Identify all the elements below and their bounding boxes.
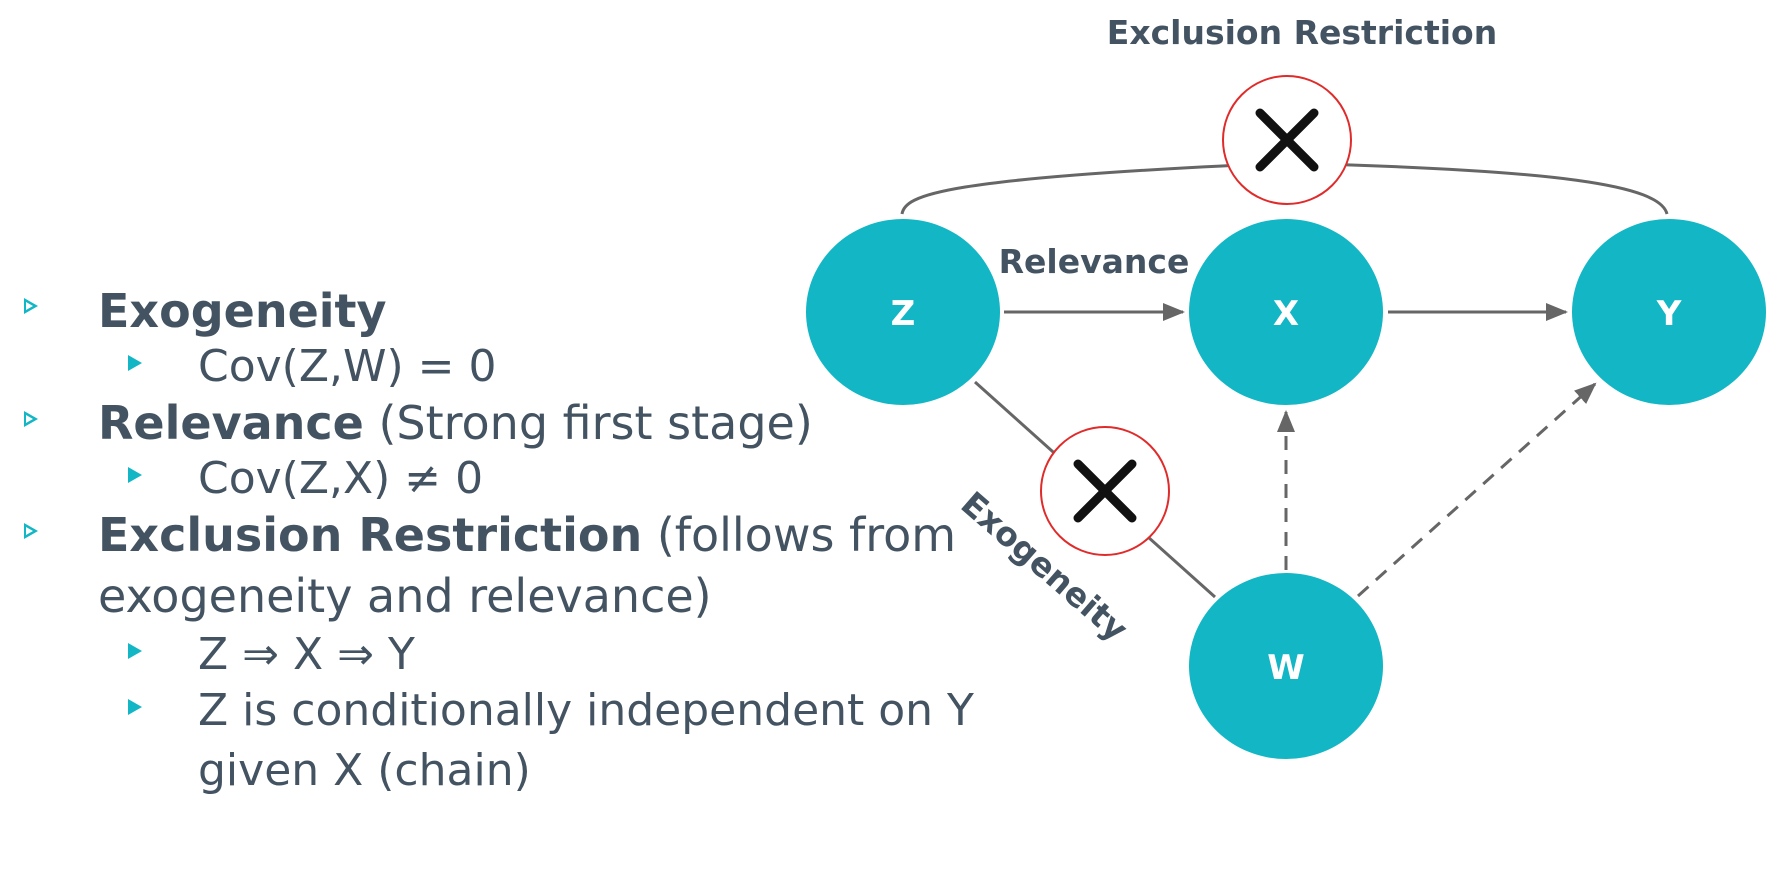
node-y-label: Y <box>1656 294 1682 334</box>
outline-triangle-bullet-icon <box>24 523 38 539</box>
sub-bullet: Z is conditionally independent on Y <box>198 685 974 736</box>
node-z-label: Z <box>891 294 916 334</box>
blocked-exclusion-icon <box>1222 75 1352 205</box>
sub-bullet: Z ⇒ X ⇒ Y <box>198 629 415 680</box>
bullet-rest: (Strong first stage) <box>363 396 813 450</box>
triangle-bullet-icon <box>128 699 142 715</box>
bullet-continuation: exogeneity and relevance) <box>98 569 712 623</box>
relevance-label: Relevance <box>999 242 1190 281</box>
bullet-term: Exclusion Restriction <box>98 508 643 562</box>
exclusion-arc <box>900 161 1669 215</box>
sub-bullet-continuation: given X (chain) <box>198 745 531 796</box>
node-z <box>806 219 1000 405</box>
bullet-list: Exogeneity Cov(Z,W) = 0 Relevance (Stron… <box>24 280 974 796</box>
bullet-exogeneity: Exogeneity <box>98 280 387 342</box>
triangle-bullet-icon <box>128 355 142 371</box>
node-y <box>1572 219 1766 405</box>
outline-triangle-bullet-icon <box>24 411 38 427</box>
blocked-exogeneity-icon <box>1040 426 1170 556</box>
bullet-exclusion-restriction: Exclusion Restriction (follows from <box>98 504 956 566</box>
bullet-relevance: Relevance (Strong first stage) <box>98 392 813 454</box>
outline-triangle-bullet-icon <box>24 298 38 314</box>
sub-bullet: Cov(Z,X) ≠ 0 <box>198 453 484 504</box>
bullet-term: Exogeneity <box>98 284 387 338</box>
node-x-label: X <box>1273 294 1299 334</box>
edge-w-y-dashed <box>1356 382 1597 598</box>
triangle-bullet-icon <box>128 467 142 483</box>
bullet-rest: (follows from <box>642 508 957 562</box>
node-x <box>1189 219 1383 405</box>
node-w-label: W <box>1267 648 1305 688</box>
triangle-bullet-icon <box>128 643 142 659</box>
bullet-term: Relevance <box>98 396 364 450</box>
sub-bullet: Cov(Z,W) = 0 <box>198 341 497 392</box>
diagram-title: Exclusion Restriction <box>1107 13 1497 52</box>
node-w <box>1189 573 1383 759</box>
